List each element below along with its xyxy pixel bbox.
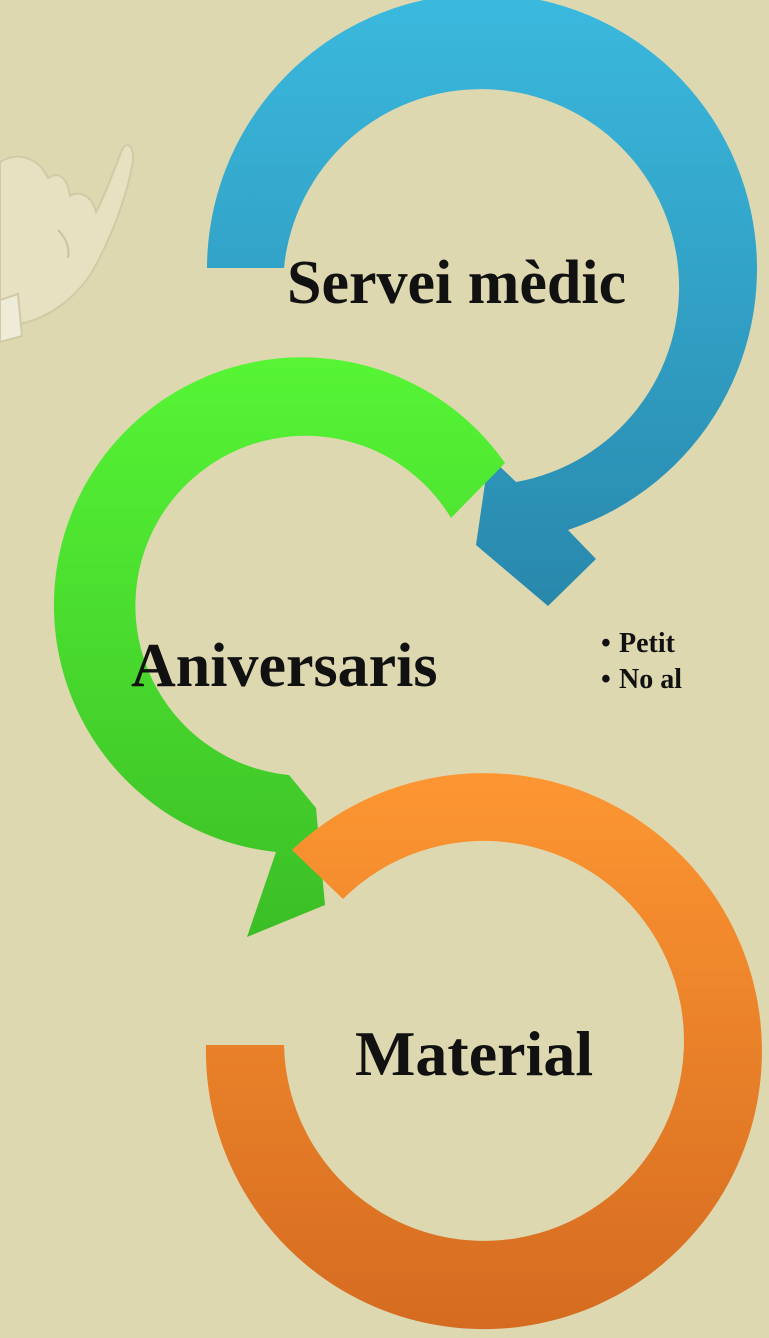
bullet-item: Petit (601, 626, 682, 662)
bullet-list: Petit No al (601, 626, 682, 698)
hand-illustration (0, 144, 134, 344)
bullet-item: No al (601, 662, 682, 698)
step-label-servei-medic: Servei mèdic (287, 249, 627, 317)
arc-material (205, 773, 762, 1330)
step-label-material: Material (355, 1018, 594, 1089)
arc-aniversaris (53, 357, 505, 937)
arc-servei-medic (207, 0, 757, 606)
step-label-aniversaris: Aniversaris (131, 632, 438, 700)
